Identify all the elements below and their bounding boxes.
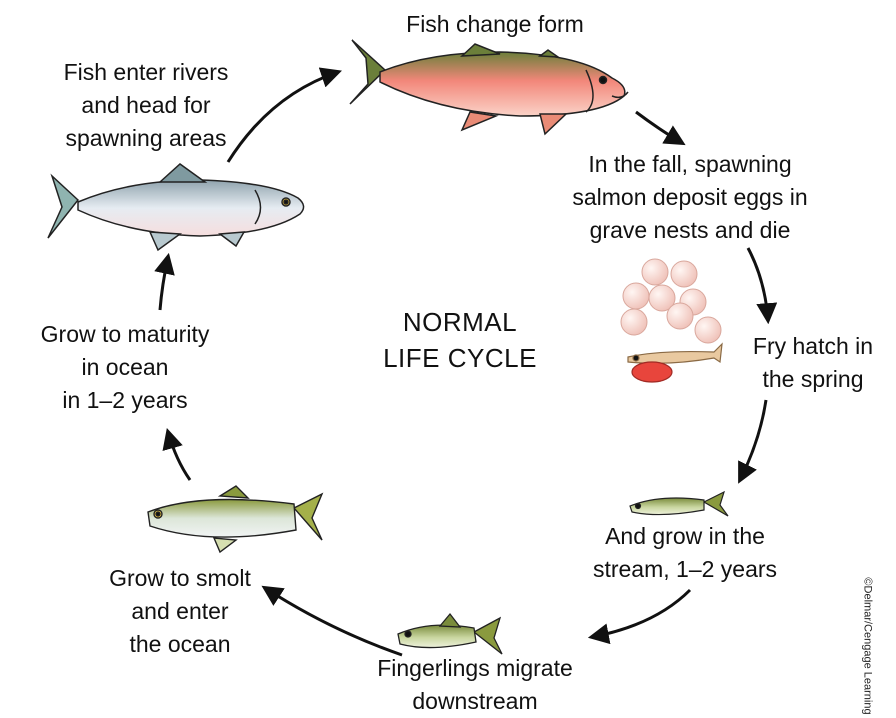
- image-credit: ©Delmar/Cengage Learning: [861, 577, 873, 714]
- eggs-illustration: [621, 259, 721, 343]
- arrow-change-to-spawn: [636, 112, 682, 143]
- ocean-salmon-illustration: [48, 164, 304, 250]
- stage-label-migrate: Fingerlings migrate downstream: [330, 652, 620, 718]
- stream-fingerling-illustration: [630, 492, 728, 516]
- stage-label-smolt: Grow to smolt and enter the ocean: [60, 562, 300, 661]
- arrow-hatch-to-stream: [740, 400, 766, 480]
- spawning-salmon-illustration: [350, 40, 628, 134]
- stage-label-rivers: Fish enter rivers and head for spawning …: [16, 56, 276, 155]
- smolt-illustration: [148, 486, 322, 552]
- stage-label-ocean: Grow to maturity in ocean in 1–2 years: [0, 318, 250, 417]
- fry-illustration: [628, 344, 722, 382]
- migrating-fingerling-illustration: [398, 614, 502, 654]
- stage-label-hatch: Fry hatch in the spring: [730, 330, 896, 396]
- stage-label-stream: And grow in the stream, 1–2 years: [560, 520, 810, 586]
- cycle-title: NORMAL LIFE CYCLE: [350, 304, 570, 376]
- arrow-smolt-to-ocean: [168, 432, 190, 480]
- arrow-ocean-to-rivers: [160, 257, 168, 310]
- arrow-stream-to-migrate: [592, 590, 690, 637]
- arrow-spawn-to-hatch: [748, 248, 768, 320]
- stage-label-spawn: In the fall, spawning salmon deposit egg…: [540, 148, 840, 247]
- stage-label-change-form: Fish change form: [370, 8, 620, 41]
